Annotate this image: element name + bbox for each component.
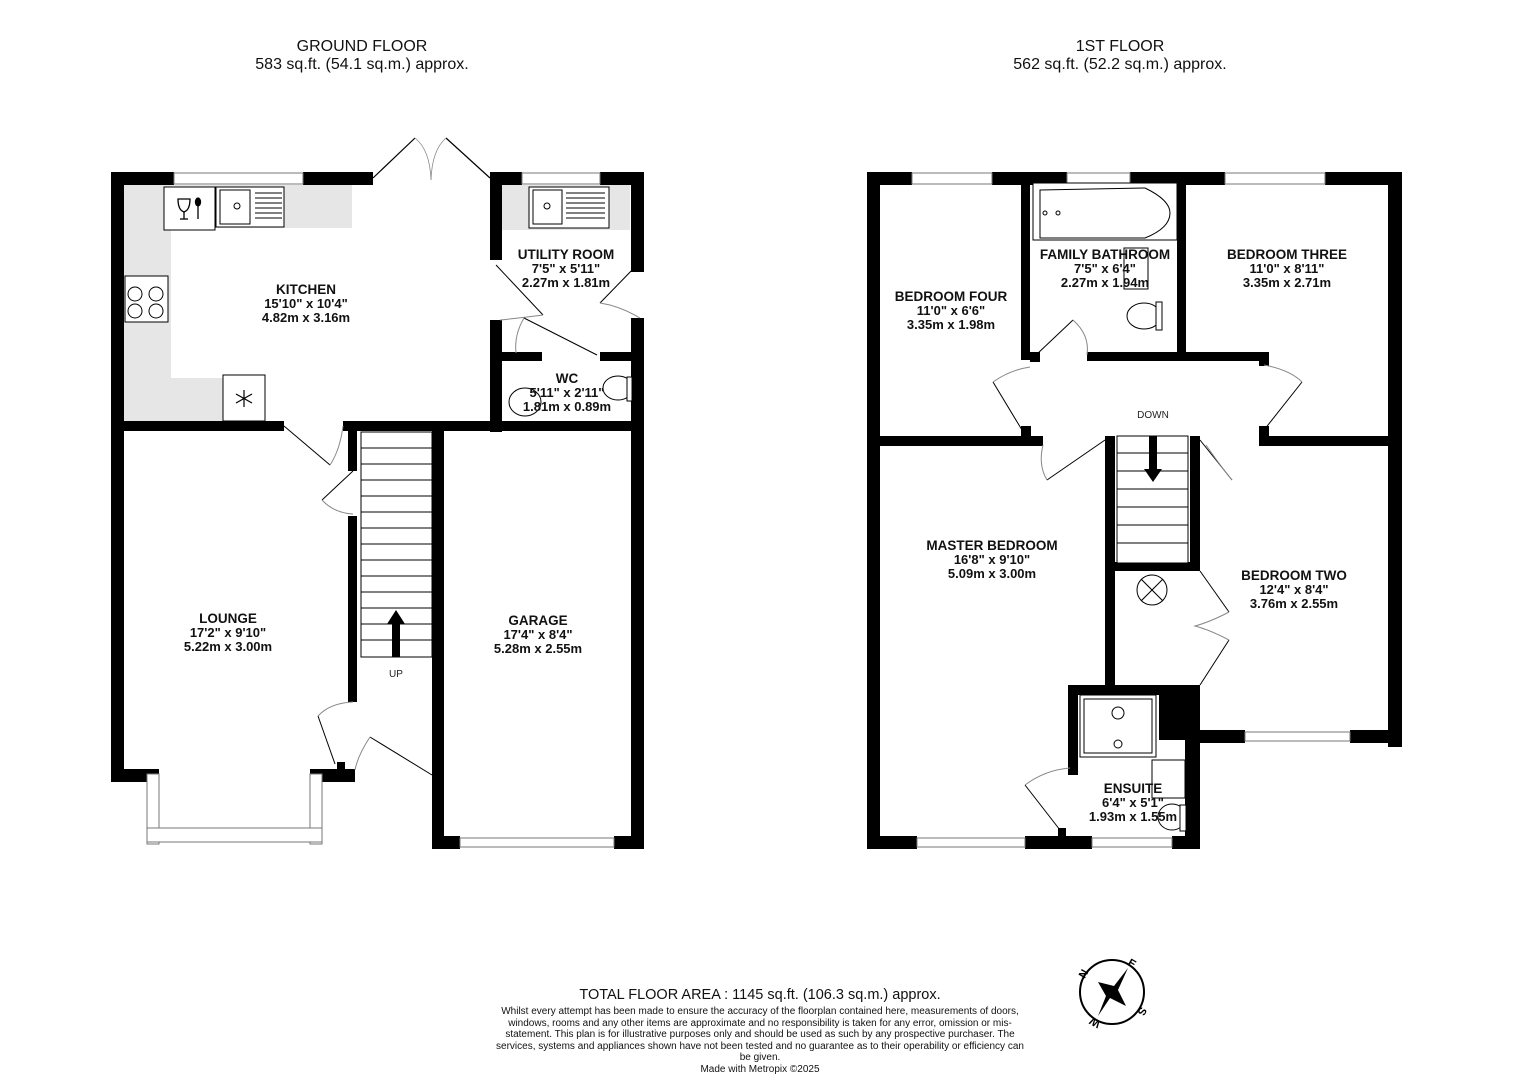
room-label-kitchen: KITCHEN 15'10" x 10'4" 4.82m x 3.16m bbox=[261, 282, 351, 325]
footer: TOTAL FLOOR AREA : 1145 sq.ft. (106.3 sq… bbox=[490, 986, 1030, 1076]
ground-windows bbox=[146, 172, 615, 848]
first-floor-area: 562 sq.ft. (52.2 sq.m.) approx. bbox=[1013, 56, 1227, 73]
light-fixture-icon bbox=[1136, 574, 1168, 606]
compass-icon bbox=[1079, 959, 1145, 1025]
room-label-garage: GARAGE 17'4" x 8'4" 5.28m x 2.55m bbox=[493, 613, 583, 656]
room-label-bedroom-three: BEDROOM THREE 11'0" x 8'11" 3.35m x 2.71… bbox=[1226, 247, 1348, 290]
stairs-up-label: UP bbox=[389, 669, 403, 680]
first-floor-plan bbox=[867, 172, 1402, 849]
bathroom-fixtures bbox=[1032, 182, 1187, 832]
room-label-wc: WC 5'11" x 2'11" 1.81m x 0.89m bbox=[522, 371, 612, 414]
ground-floor-title: GROUND FLOOR bbox=[296, 38, 428, 55]
freezer-snowflake-icon bbox=[235, 390, 253, 407]
credit-text: Made with Metropix ©2025 bbox=[700, 1063, 820, 1075]
ground-floor-area: 583 sq.ft. (54.1 sq.m.) approx. bbox=[255, 56, 469, 73]
room-label-bedroom-four: BEDROOM FOUR 11'0" x 6'6" 3.35m x 1.98m bbox=[894, 289, 1008, 332]
kitchen-french-doors bbox=[372, 137, 491, 181]
room-label-bedroom-two: BEDROOM TWO 12'4" x 8'4" 3.76m x 2.55m bbox=[1241, 568, 1347, 611]
first-floor-title: 1ST FLOOR bbox=[1075, 38, 1165, 55]
up-arrow-icon bbox=[387, 610, 405, 657]
room-label-family-bathroom: FAMILY BATHROOM 7'5" x 6'4" 2.27m x 1.94… bbox=[1039, 247, 1171, 290]
wine-glass-icon bbox=[177, 197, 202, 220]
room-label-lounge: LOUNGE 17'2" x 9'10" 5.22m x 3.00m bbox=[183, 611, 273, 654]
disclaimer-text: Whilst every attempt has been made to en… bbox=[496, 1006, 1024, 1064]
total-floor-area: TOTAL FLOOR AREA : 1145 sq.ft. (106.3 sq… bbox=[579, 987, 941, 1003]
down-arrow-icon bbox=[1144, 436, 1162, 482]
room-label-ensuite: ENSUITE 6'4" x 5'1" 1.93m x 1.55m bbox=[1088, 781, 1178, 824]
ground-floor-plan bbox=[111, 137, 644, 849]
room-label-utility-room: UTILITY ROOM 7'5" x 5'11" 2.27m x 1.81m bbox=[517, 247, 615, 290]
ground-floor-header: GROUND FLOOR 583 sq.ft. (54.1 sq.m.) app… bbox=[222, 38, 502, 74]
first-floor-windows bbox=[911, 172, 1351, 848]
first-floor-header: 1ST FLOOR 562 sq.ft. (52.2 sq.m.) approx… bbox=[980, 38, 1260, 74]
room-label-master-bedroom: MASTER BEDROOM 16'8" x 9'10" 5.09m x 3.0… bbox=[926, 538, 1058, 581]
stairs-down-label: DOWN bbox=[1137, 410, 1169, 421]
